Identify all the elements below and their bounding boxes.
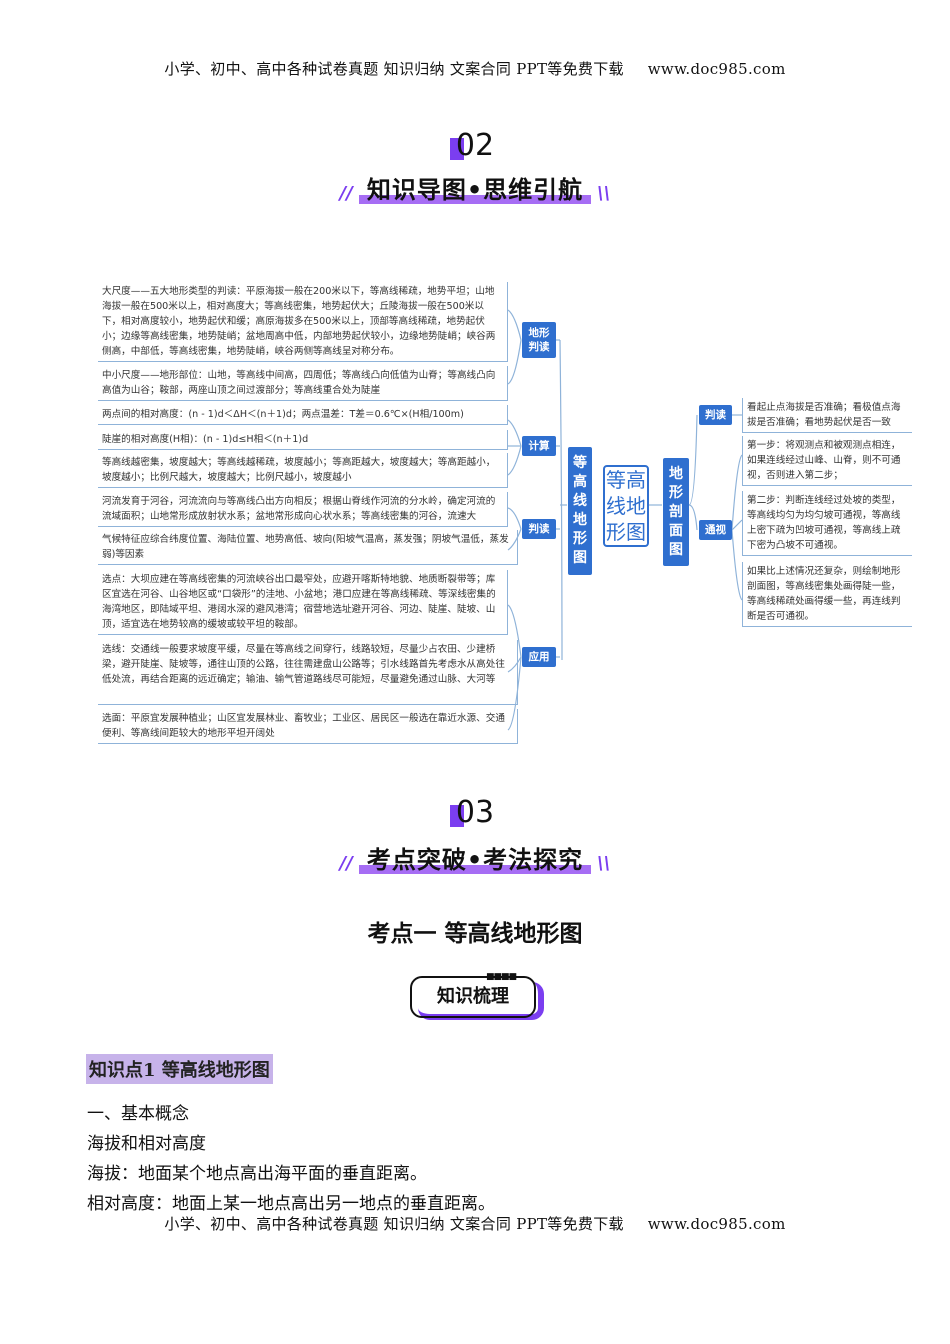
root-profile-map: 地形剖面图 [663,458,689,566]
section-title-03: //考点突破•考法探究\\ [0,840,950,875]
body-line: 一、基本概念 [87,1104,189,1124]
tag-application: 应用 [522,647,556,667]
section-number-03: 03 [0,795,950,830]
tag-profile-reading: 判读 [699,405,732,425]
slash-decoration-left: // [339,183,353,204]
section-marker [449,805,464,827]
map-box-relative-height: 两点间的相对高度：(n - 1)d＜ΔH＜(n＋1)d；两点温差：T差＝0.6℃… [98,405,508,425]
map-box-small-scale: 中小尺度——地形部位：山地，等高线中间高，四周低；等高线凸向低值为山脊；等高线凸… [98,366,508,401]
map-box-river: 河流发育于河谷，河流流向与等高线凸出方向相反；根据山脊线作河流的分水岭，确定河流… [98,492,508,527]
body-line: 海拔：地面某个地点高出海平面的垂直距离。 [87,1164,427,1184]
center-node: 等高 线地 形图 [603,465,649,547]
slash-decoration-left: // [339,853,353,874]
page-footer: 小学、初中、高中各种试卷真题 知识归纳 文案合同 PPT等免费下载 www.doc… [0,1213,950,1234]
tag-visibility: 通视 [699,520,732,540]
footer-text: 小学、初中、高中各种试卷真题 知识归纳 文案合同 PPT等免费下载 [164,1215,624,1233]
map-box-cliff-height: 陡崖的相对高度(H相)：(n - 1)d≤H相＜(n＋1)d [98,430,508,450]
tag-reading: 判读 [522,519,556,539]
badge-frame [410,976,536,1018]
knowledge-badge: ■■■■ 知识梳理 [410,972,544,1020]
slash-decoration-right: \\ [597,853,611,874]
tag-calculation: 计算 [522,436,556,456]
map-box-slope: 等高线越密集，坡度越大；等高线越稀疏，坡度越小；等高距越大，坡度越大；等高距越小… [98,453,508,488]
header-url[interactable]: www.doc985.com [647,60,786,78]
section-title-02: //知识导图•思维引航\\ [0,170,950,205]
footer-url[interactable]: www.doc985.com [647,1215,786,1233]
mind-map-connectors [507,309,743,731]
profile-box-reading: 看起止点海拔是否准确；看极值点海拔是否准确；看地势起伏是否一致 [742,398,912,433]
section-marker [449,138,464,160]
slash-decoration-right: \\ [597,183,611,204]
root-contour-map: 等高线地形图 [568,447,592,575]
badge-label: 知识梳理 [437,986,509,1007]
map-box-area-selection: 选面：平原宜发展种植业；山区宜发展林业、畜牧业；工业区、居民区一般选在靠近水源、… [98,709,518,744]
body-line: 相对高度：地面上某一地点高出另一地点的垂直距离。 [87,1194,495,1214]
profile-box-step2: 第二步：判断连线经过处坡的类型，等高线均匀为均匀坡可通视，等高线上密下疏为凹坡可… [742,491,912,556]
map-box-route-selection: 选线：交通线一般要求坡度平缓，尽量在等高线之间穿行，线路较短，尽量少占农田、少建… [98,640,518,705]
profile-box-complex: 如果比上述情况还复杂，则绘制地形剖面图，等高线密集处画得陡一些，等高线稀疏处画得… [742,562,912,627]
profile-box-step1: 第一步：将观测点和被观测点相连，如果连线经过山峰、山脊，则不可通视，否则进入第二… [742,436,912,486]
kaodian-title: 考点一 等高线地形图 [367,921,583,947]
section-title-text: 知识导图•思维引航 [358,170,592,205]
section-title-text: 考点突破•考法探究 [358,840,592,875]
badge-dots-icon: ■■■■ [486,972,517,982]
mind-map: 大尺度——五大地形类型的判读：平原海拔一般在200米以下，等高线稀疏，地势平坦；… [98,282,912,744]
section-number-02: 02 [0,128,950,163]
page-header: 小学、初中、高中各种试卷真题 知识归纳 文案合同 PPT等免费下载 www.doc… [0,58,950,79]
tag-terrain-reading: 地形 判读 [522,322,556,358]
map-box-large-scale: 大尺度——五大地形类型的判读：平原海拔一般在200米以下，等高线稀疏，地势平坦；… [98,282,508,362]
map-box-site-selection: 选点：大坝应建在等高线密集的河流峡谷出口最窄处，应避开喀斯特地貌、地质断裂带等；… [98,570,508,635]
body-line: 海拔和相对高度 [87,1134,206,1154]
map-box-climate: 气候特征应综合纬度位置、海陆位置、地势高低、坡向(阳坡气温高，蒸发强；阴坡气温低… [98,530,518,565]
header-text: 小学、初中、高中各种试卷真题 知识归纳 文案合同 PPT等免费下载 [164,60,624,78]
knowledge-point-heading: 知识点1 等高线地形图 [86,1054,273,1084]
